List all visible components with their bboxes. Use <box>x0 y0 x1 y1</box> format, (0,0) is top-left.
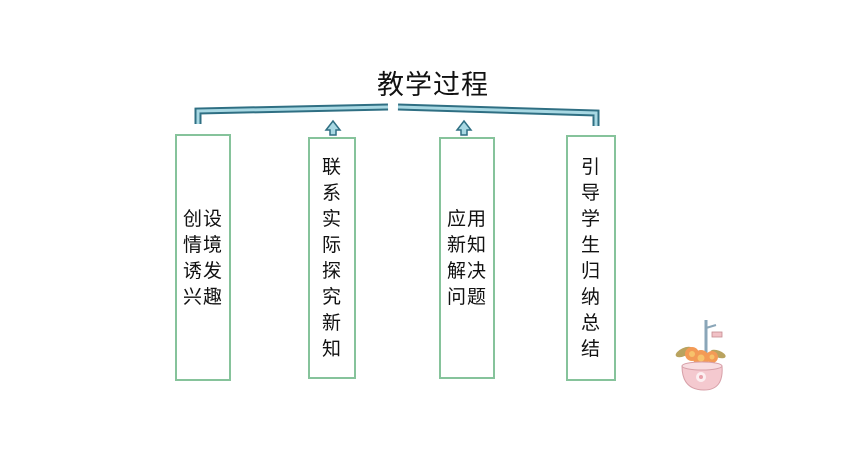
step-box-4: 引导学生归纳总结 <box>566 135 616 381</box>
arrow-up-icon <box>455 119 473 136</box>
potted-flower-icon <box>675 320 726 391</box>
step-label-3: 应用新知解决问题 <box>446 208 487 308</box>
diagram-title: 教学过程 <box>377 70 489 101</box>
step-label-4: 引导学生归纳总结 <box>580 156 601 360</box>
step-label-1: 创设情境诱发兴趣 <box>182 207 223 308</box>
step-label-2: 联系实际探究新知 <box>321 156 342 360</box>
step-box-2: 联系实际探究新知 <box>308 137 356 379</box>
step-box-1: 创设情境诱发兴趣 <box>175 134 231 381</box>
step-box-3: 应用新知解决问题 <box>439 137 495 379</box>
arrow-up-icon <box>324 119 342 136</box>
